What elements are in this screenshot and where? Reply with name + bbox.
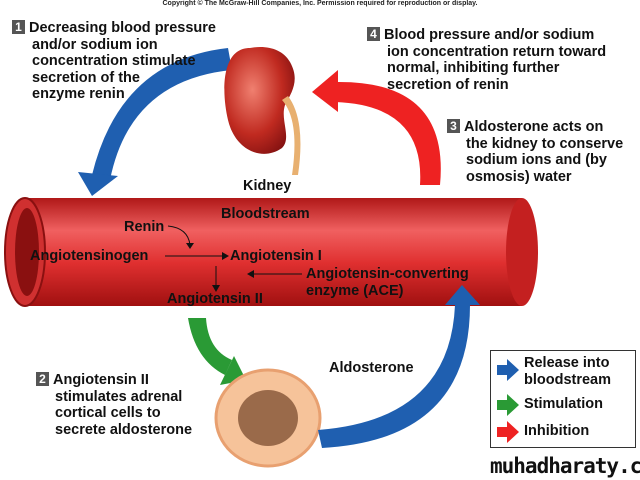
ureter (282, 96, 301, 175)
text-line: Blood pressure and/or sodium (384, 27, 595, 43)
text-line: Decreasing blood pressure (29, 20, 216, 36)
step-2-text: 2 Angiotensin II stimulates adrenal corti… (36, 372, 192, 438)
angiotensin-2-label: Angiotensin II (167, 291, 263, 307)
kidney-image (224, 46, 295, 154)
text-line: enzyme renin (32, 86, 125, 102)
red-arrow-icon (497, 421, 519, 443)
text-line: osmosis) water (466, 168, 572, 185)
step-4-text: 4 Blood pressure and/or sodium ion concen… (367, 27, 606, 93)
kidney-label: Kidney (243, 178, 292, 194)
watermark: muhadharaty.com (490, 454, 640, 478)
release-arrowhead-1 (78, 172, 118, 196)
release-arrow-1 (92, 48, 232, 180)
aldosterone-label: Aldosterone (329, 360, 414, 376)
bloodstream-label: Bloodstream (221, 206, 310, 222)
renin-label: Renin (124, 219, 165, 235)
text-line: Angiotensin-converting (306, 266, 469, 282)
copyright-notice: Copyright © The McGraw-Hill Companies, I… (162, 0, 478, 7)
text-line: cortical cells to (55, 405, 161, 421)
step-1-text: 1 Decreasing blood pressure and/or sodium… (12, 20, 216, 103)
text-line: concentration stimulate (32, 53, 196, 69)
step-number: 1 (12, 20, 25, 34)
blue-arrow-icon (497, 359, 519, 381)
text-line: Aldosterone acts on (464, 119, 604, 135)
legend-stimulation: Stimulation (524, 396, 603, 412)
text-line: secretion of the (32, 69, 140, 86)
legend-inhibition: Inhibition (524, 423, 590, 439)
bloodstream-vessel (25, 198, 522, 306)
renin-arrow (167, 225, 191, 246)
step-number: 3 (447, 119, 460, 133)
text-line: the kidney to conserve (466, 135, 624, 152)
step-3-text: 3 Aldosterone acts on the kidney to conse… (447, 119, 623, 185)
step-number: 4 (367, 27, 380, 41)
release-arrow-2 (318, 305, 470, 448)
text-line: stimulates adrenal (55, 388, 183, 405)
angiotensinogen-label: Angiotensinogen (30, 248, 149, 264)
angiotensin-1-label: Angiotensin I (230, 248, 322, 264)
text-line: Angiotensin II (53, 372, 149, 388)
green-arrow-icon (497, 394, 519, 416)
text-line: secretion of renin (387, 76, 509, 93)
release-arrowhead-2 (445, 285, 480, 305)
text-line: normal, inhibiting further (387, 60, 560, 76)
stimulation-arrow (188, 318, 232, 375)
text-line: ion concentration return toward (387, 43, 607, 60)
text-line: sodium ions and (by (466, 152, 607, 168)
text-line: secrete aldosterone (55, 421, 193, 438)
step-number: 2 (36, 372, 49, 386)
text-line: and/or sodium ion (32, 36, 158, 53)
text-line: Release into (524, 355, 610, 371)
inhibition-arrowhead (312, 70, 338, 112)
text-line: bloodstream (524, 371, 612, 388)
text-line: enzyme (ACE) (306, 282, 404, 299)
inhibition-arrow (335, 81, 441, 185)
